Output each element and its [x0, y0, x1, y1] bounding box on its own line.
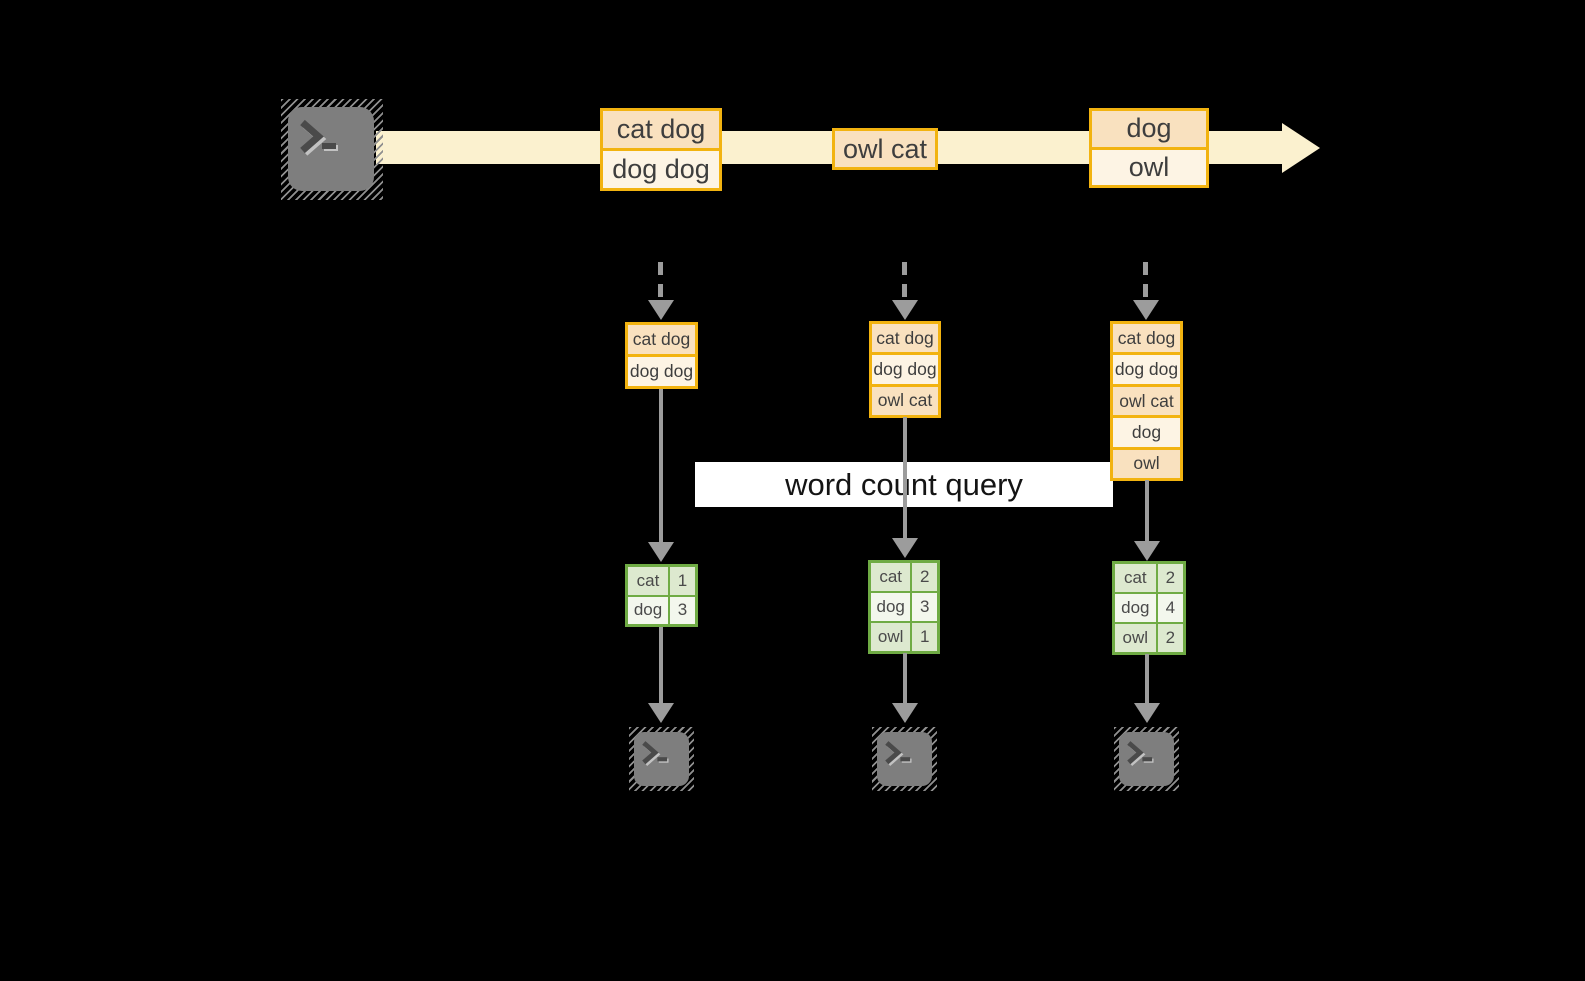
batch-line: dog dog: [603, 148, 719, 188]
input-buffer-1: cat dog dog dog: [625, 322, 698, 389]
word-cell: dog: [871, 593, 911, 621]
buffer-line: cat dog: [1113, 324, 1180, 353]
count-cell: 1: [912, 623, 937, 651]
buffer-line: owl cat: [872, 383, 938, 415]
count-cell: 3: [670, 596, 695, 624]
word-cell: owl: [1115, 624, 1156, 652]
arrowhead-icon: [892, 300, 918, 320]
stream-batch-box-2: owl cat: [832, 128, 938, 170]
arrowhead-icon: [648, 300, 674, 320]
buffer-line: dog dog: [1113, 352, 1180, 384]
source-terminal-icon: [281, 99, 383, 200]
terminal-screen: [288, 107, 374, 191]
word-cell: cat: [1115, 564, 1156, 592]
stream-batch-box-1: cat dog dog dog: [600, 108, 722, 191]
prompt-icon: [885, 741, 912, 766]
buffer-line: dog dog: [628, 354, 695, 386]
count-cell: 2: [1157, 624, 1183, 652]
query-arrow: [903, 417, 907, 538]
count-cell: 2: [912, 563, 937, 591]
arrowhead-icon: [892, 703, 918, 723]
arrowhead-icon: [1134, 703, 1160, 723]
count-table-1: cat 1 dog 3: [625, 564, 698, 627]
buffer-line: dog dog: [872, 352, 938, 384]
prompt-icon: [642, 741, 669, 766]
ingest-arrow-dashed: [902, 262, 907, 300]
batch-line: cat dog: [603, 111, 719, 148]
ingest-arrow-dashed: [1143, 262, 1148, 300]
sink-terminal-icon: [872, 727, 937, 791]
output-arrow: [659, 627, 663, 703]
output-arrow: [903, 653, 907, 703]
sink-terminal-icon: [629, 727, 694, 791]
word-cell: dog: [628, 596, 668, 624]
batch-line: owl cat: [835, 131, 935, 167]
arrowhead-icon: [892, 538, 918, 558]
word-cell: dog: [1115, 594, 1156, 622]
word-cell: cat: [628, 567, 668, 595]
word-cell: cat: [871, 563, 911, 591]
prompt-icon: [1127, 741, 1154, 766]
arrowhead-icon: [648, 542, 674, 562]
prompt-icon: [300, 119, 338, 156]
count-cell: 1: [670, 567, 695, 595]
buffer-line: cat dog: [872, 324, 938, 353]
stream-arrowhead-icon: [1282, 123, 1320, 173]
buffer-line: owl cat: [1113, 383, 1180, 416]
count-cell: 4: [1157, 594, 1183, 622]
terminal-screen: [1119, 732, 1174, 786]
query-arrow: [659, 389, 663, 542]
batch-line: owl: [1092, 146, 1206, 185]
count-table-3: cat 2 dog 4 owl 2: [1112, 561, 1186, 655]
word-cell: owl: [871, 623, 911, 651]
count-cell: 3: [912, 593, 937, 621]
ingest-arrow-dashed: [658, 262, 663, 300]
buffer-line: cat dog: [628, 325, 695, 354]
buffer-line: owl: [1113, 446, 1180, 479]
output-arrow: [1145, 654, 1149, 703]
count-table-2: cat 2 dog 3 owl 1: [868, 560, 940, 654]
input-buffer-2: cat dog dog dog owl cat: [869, 321, 941, 418]
sink-terminal-icon: [1114, 727, 1179, 791]
arrowhead-icon: [1133, 300, 1159, 320]
arrowhead-icon: [648, 703, 674, 723]
buffer-line: dog: [1113, 415, 1180, 447]
batch-line: dog: [1092, 111, 1206, 147]
stream-batch-box-3: dog owl: [1089, 108, 1209, 188]
arrowhead-icon: [1134, 541, 1160, 561]
input-buffer-3: cat dog dog dog owl cat dog owl: [1110, 321, 1183, 481]
count-cell: 2: [1157, 564, 1183, 592]
query-arrow: [1145, 480, 1149, 541]
terminal-screen: [634, 732, 689, 786]
terminal-screen: [877, 732, 932, 786]
